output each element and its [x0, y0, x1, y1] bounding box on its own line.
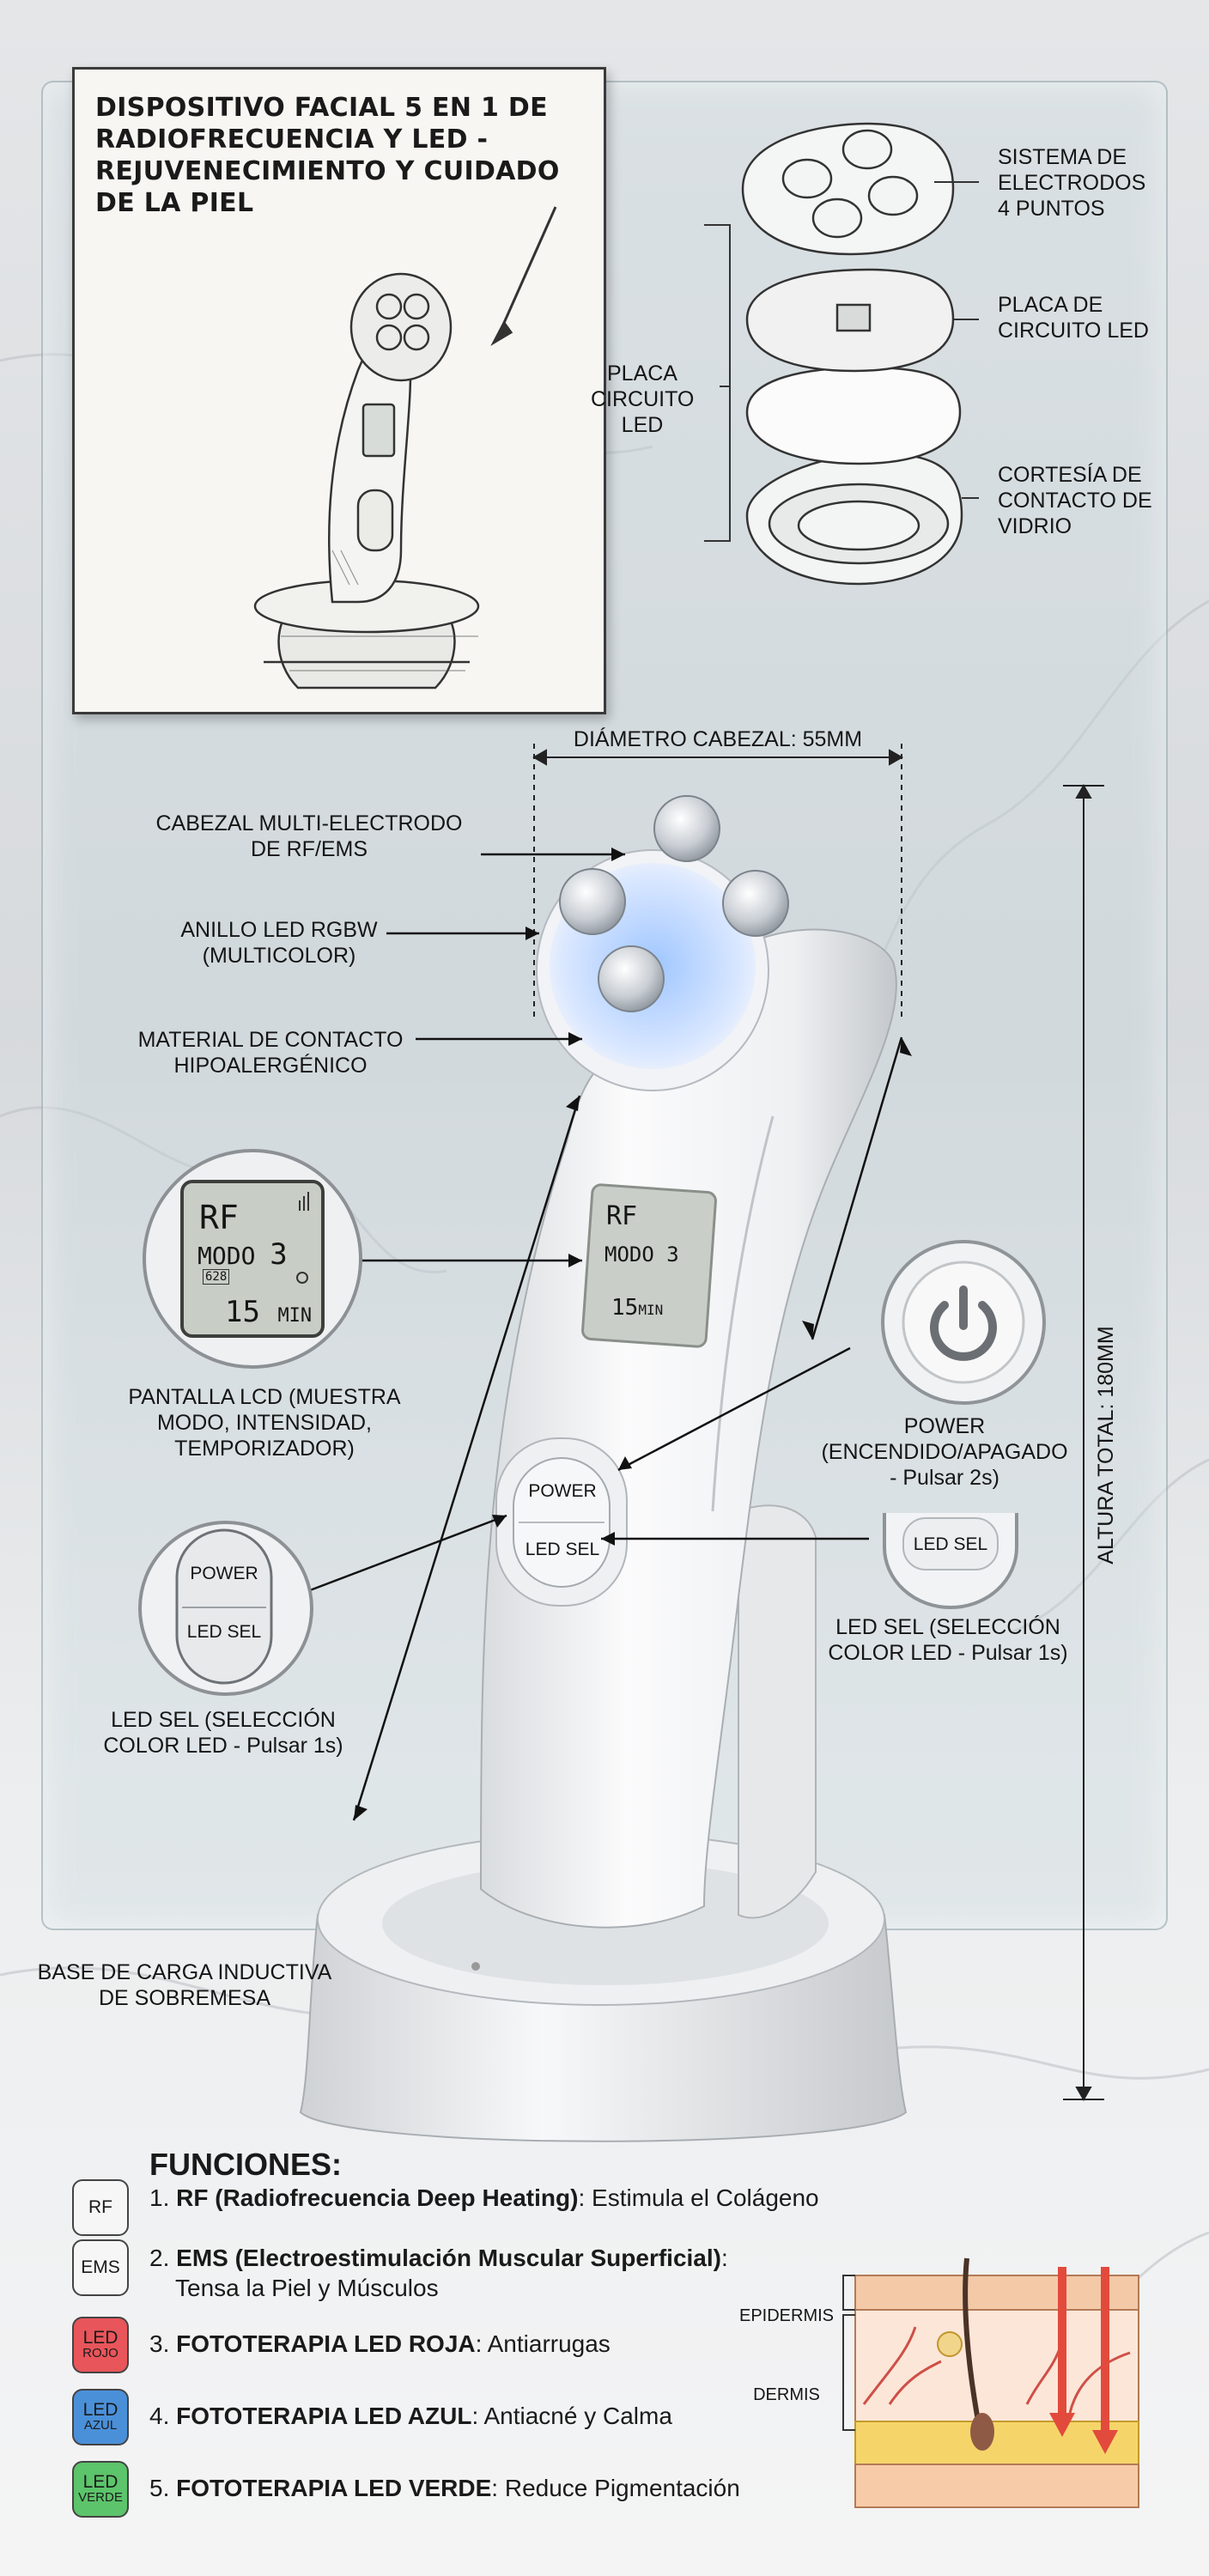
label-led-board: PLACA DE CIRCUITO LED: [998, 293, 1149, 343]
device-lcd-modo: MODO 3: [604, 1242, 679, 1267]
lcd-zoom-timer: 15 MIN: [225, 1295, 313, 1329]
device-led-sel-button[interactable]: LED SEL: [525, 1540, 600, 1559]
led-sel-zoom-right-label: LED SEL: [913, 1534, 988, 1554]
label-glass: CORTESÍA DE CONTACTO DE VIDRIO: [998, 463, 1152, 538]
label-base: BASE DE CARGA INDUCTIVA DE SOBREMESA: [37, 1960, 332, 2010]
buttons-zoom-left: [138, 1521, 313, 1696]
device-lcd-mode: RF: [606, 1201, 638, 1231]
zoom-led-sel-label: LED SEL: [186, 1622, 262, 1642]
label-left-board: PLACA CIRCUITO LED: [591, 361, 695, 437]
skin-dermis-label: DERMIS: [753, 2385, 820, 2404]
device-sketch: [253, 206, 557, 690]
label-head: CABEZAL MULTI-ELECTRODO DE RF/EMS: [155, 811, 463, 861]
power-icon: [930, 1285, 997, 1361]
label-lcd: PANTALLA LCD (MUESTRA MODO, INTENSIDAD, …: [128, 1385, 401, 1461]
sketch-card: DISPOSITIVO FACIAL 5 EN 1 DE RADIOFRECUE…: [72, 67, 606, 714]
power-zoom: [881, 1240, 1046, 1405]
lcd-zoom-modo: MODO 3: [197, 1237, 288, 1272]
ems-badge: EMS: [72, 2239, 129, 2296]
lcd-zoom-small: 628: [203, 1269, 230, 1285]
led-sel-zoom-right: [883, 1513, 1018, 1609]
skin-brackets: [842, 2275, 855, 2431]
label-material: MATERIAL DE CONTACTO HIPOALERGÉNICO: [137, 1028, 404, 1078]
functions-heading: FUNCIONES:: [149, 2147, 342, 2182]
rf-badge: RF: [72, 2179, 129, 2236]
skin-epidermis-label: EPIDERMIS: [738, 2306, 835, 2325]
lcd-zoom-mode: RF: [199, 1199, 239, 1236]
device-power-button[interactable]: POWER: [528, 1481, 597, 1501]
head-diameter: DIÁMETRO CABEZAL: 55mm: [573, 727, 863, 751]
label-electrodes: SISTEMA DE ELECTRODOS 4 PUNTOS: [998, 145, 1146, 221]
exploded-diagram: [704, 122, 979, 586]
label-led-sel-right: LED SEL (SELECCIÓN COLOR LED - Pulsar 1s…: [828, 1615, 1068, 1665]
lcd-zoom: [143, 1149, 362, 1369]
zoom-power-label: POWER: [190, 1564, 258, 1583]
skin-diagram: [854, 2257, 1139, 2508]
label-power: POWER (ENCENDIDO/APAGADO - Pulsar 2s): [821, 1414, 1068, 1490]
label-led-ring: ANILLO LED RGBW (MULTICOLOR): [180, 918, 378, 968]
page-title: DISPOSITIVO FACIAL 5 EN 1 DE RADIOFRECUE…: [95, 93, 560, 218]
label-led-sel-left: LED SEL (SELECCIÓN COLOR LED - Pulsar 1s…: [103, 1708, 343, 1758]
device-lcd-timer: 15MIN: [611, 1295, 664, 1321]
